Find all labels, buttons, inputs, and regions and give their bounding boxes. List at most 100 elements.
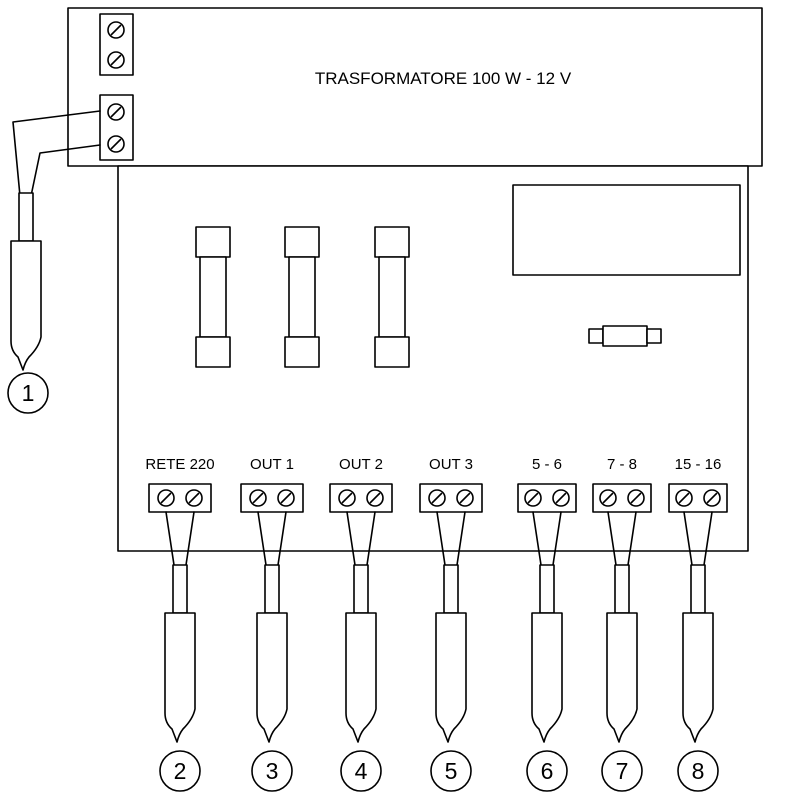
callout-circle — [340, 750, 382, 792]
callout-number: 3 — [266, 758, 279, 784]
callout-number: 1 — [22, 380, 35, 406]
terminal-out-1: OUT 1 — [240, 456, 304, 513]
cable-6 — [531, 511, 563, 743]
callout-number: 7 — [616, 758, 629, 784]
wire-segment — [703, 511, 713, 566]
wire-segment — [627, 511, 637, 566]
callout-3: 3 — [251, 750, 293, 792]
fuse-body — [288, 256, 316, 338]
mini-fuse-cap — [646, 328, 662, 344]
wire-segment — [257, 511, 267, 566]
callout-circle — [251, 750, 293, 792]
cable-connector — [164, 564, 196, 743]
callout-7: 7 — [601, 750, 643, 792]
terminal-rete-220: RETE 220 — [145, 456, 215, 513]
wire-segment — [277, 511, 287, 566]
terminal-out-2: OUT 2 — [329, 456, 393, 513]
screw-icon — [524, 489, 542, 507]
screw-icon — [675, 489, 693, 507]
cable-connector — [531, 564, 563, 743]
callout-number: 4 — [355, 758, 368, 784]
wire-segment — [436, 511, 446, 566]
wire-segment — [366, 511, 376, 566]
fuse-body — [199, 256, 227, 338]
screw-icon — [338, 489, 356, 507]
callout-number: 6 — [541, 758, 554, 784]
screw-icon — [277, 489, 295, 507]
display-panel — [512, 184, 741, 276]
screw-icon — [456, 489, 474, 507]
terminal-out-3: OUT 3 — [419, 456, 483, 513]
wire-segment — [607, 511, 617, 566]
screw-icon — [157, 489, 175, 507]
terminal-label: 7 - 8 — [607, 456, 637, 473]
screw-icon — [107, 135, 125, 153]
fuse-body — [378, 256, 406, 338]
wire-segment — [12, 110, 101, 197]
mini-fuse-body — [602, 325, 648, 347]
terminal-label: 5 - 6 — [532, 456, 562, 473]
terminal-label: OUT 1 — [250, 456, 294, 473]
callout-circle — [526, 750, 568, 792]
cable-5 — [435, 511, 467, 743]
terminal-label: 15 - 16 — [675, 456, 722, 473]
wire-segment — [185, 511, 195, 566]
callout-8: 8 — [677, 750, 719, 792]
wire-segment — [456, 511, 466, 566]
cable-3 — [256, 511, 288, 743]
screw-icon — [107, 103, 125, 121]
wire-segment — [30, 144, 101, 197]
wire-segment — [346, 511, 356, 566]
cable-connector — [435, 564, 467, 743]
cable-8 — [682, 511, 714, 743]
cable-4 — [345, 511, 377, 743]
control-board-box: RETE 220 OUT 1 OUT 2 OUT 3 5 - 6 — [117, 165, 749, 552]
terminal-7-8: 7 - 8 — [592, 456, 652, 513]
screw-icon — [107, 21, 125, 39]
screw-icon — [107, 51, 125, 69]
callout-number: 2 — [174, 758, 187, 784]
callout-6: 6 — [526, 750, 568, 792]
cable-connector — [256, 564, 288, 743]
callout-1: 1 — [7, 372, 49, 414]
cable-1 — [10, 110, 101, 371]
screw-icon — [428, 489, 446, 507]
cable-2 — [164, 511, 196, 743]
fuse-1 — [195, 226, 231, 368]
screw-icon — [599, 489, 617, 507]
cable-connector — [345, 564, 377, 743]
fuse-cap — [374, 336, 410, 368]
wire-segment — [552, 511, 562, 566]
mini-fuse — [588, 325, 662, 347]
fuse-cap — [284, 226, 320, 258]
wire-segment — [532, 511, 542, 566]
transformer-box: TRASFORMATORE 100 W - 12 V — [67, 7, 763, 167]
transformer-outline — [67, 7, 763, 167]
terminal-label: RETE 220 — [145, 456, 214, 473]
callout-circle — [7, 372, 49, 414]
callout-circle — [159, 750, 201, 792]
callout-4: 4 — [340, 750, 382, 792]
terminal-5-6: 5 - 6 — [517, 456, 577, 513]
terminal-label: OUT 3 — [429, 456, 473, 473]
callout-circle — [430, 750, 472, 792]
callout-5: 5 — [430, 750, 472, 792]
callout-number: 8 — [692, 758, 705, 784]
transformer-terminal-bottom — [99, 94, 134, 161]
fuse-cap — [284, 336, 320, 368]
fuse-cap — [374, 226, 410, 258]
wire-segment — [165, 511, 175, 566]
callout-number: 5 — [445, 758, 458, 784]
fuse-3 — [374, 226, 410, 368]
terminal-15-16: 15 - 16 — [668, 456, 728, 513]
transformer-label: TRASFORMATORE 100 W - 12 V — [315, 69, 572, 88]
terminal-label: OUT 2 — [339, 456, 383, 473]
wire-segment — [683, 511, 693, 566]
cable-7 — [606, 511, 638, 743]
cable-connector — [682, 564, 714, 743]
mini-fuse-cap — [588, 328, 604, 344]
screw-icon — [366, 489, 384, 507]
screw-icon — [249, 489, 267, 507]
screw-icon — [703, 489, 721, 507]
screw-icon — [185, 489, 203, 507]
